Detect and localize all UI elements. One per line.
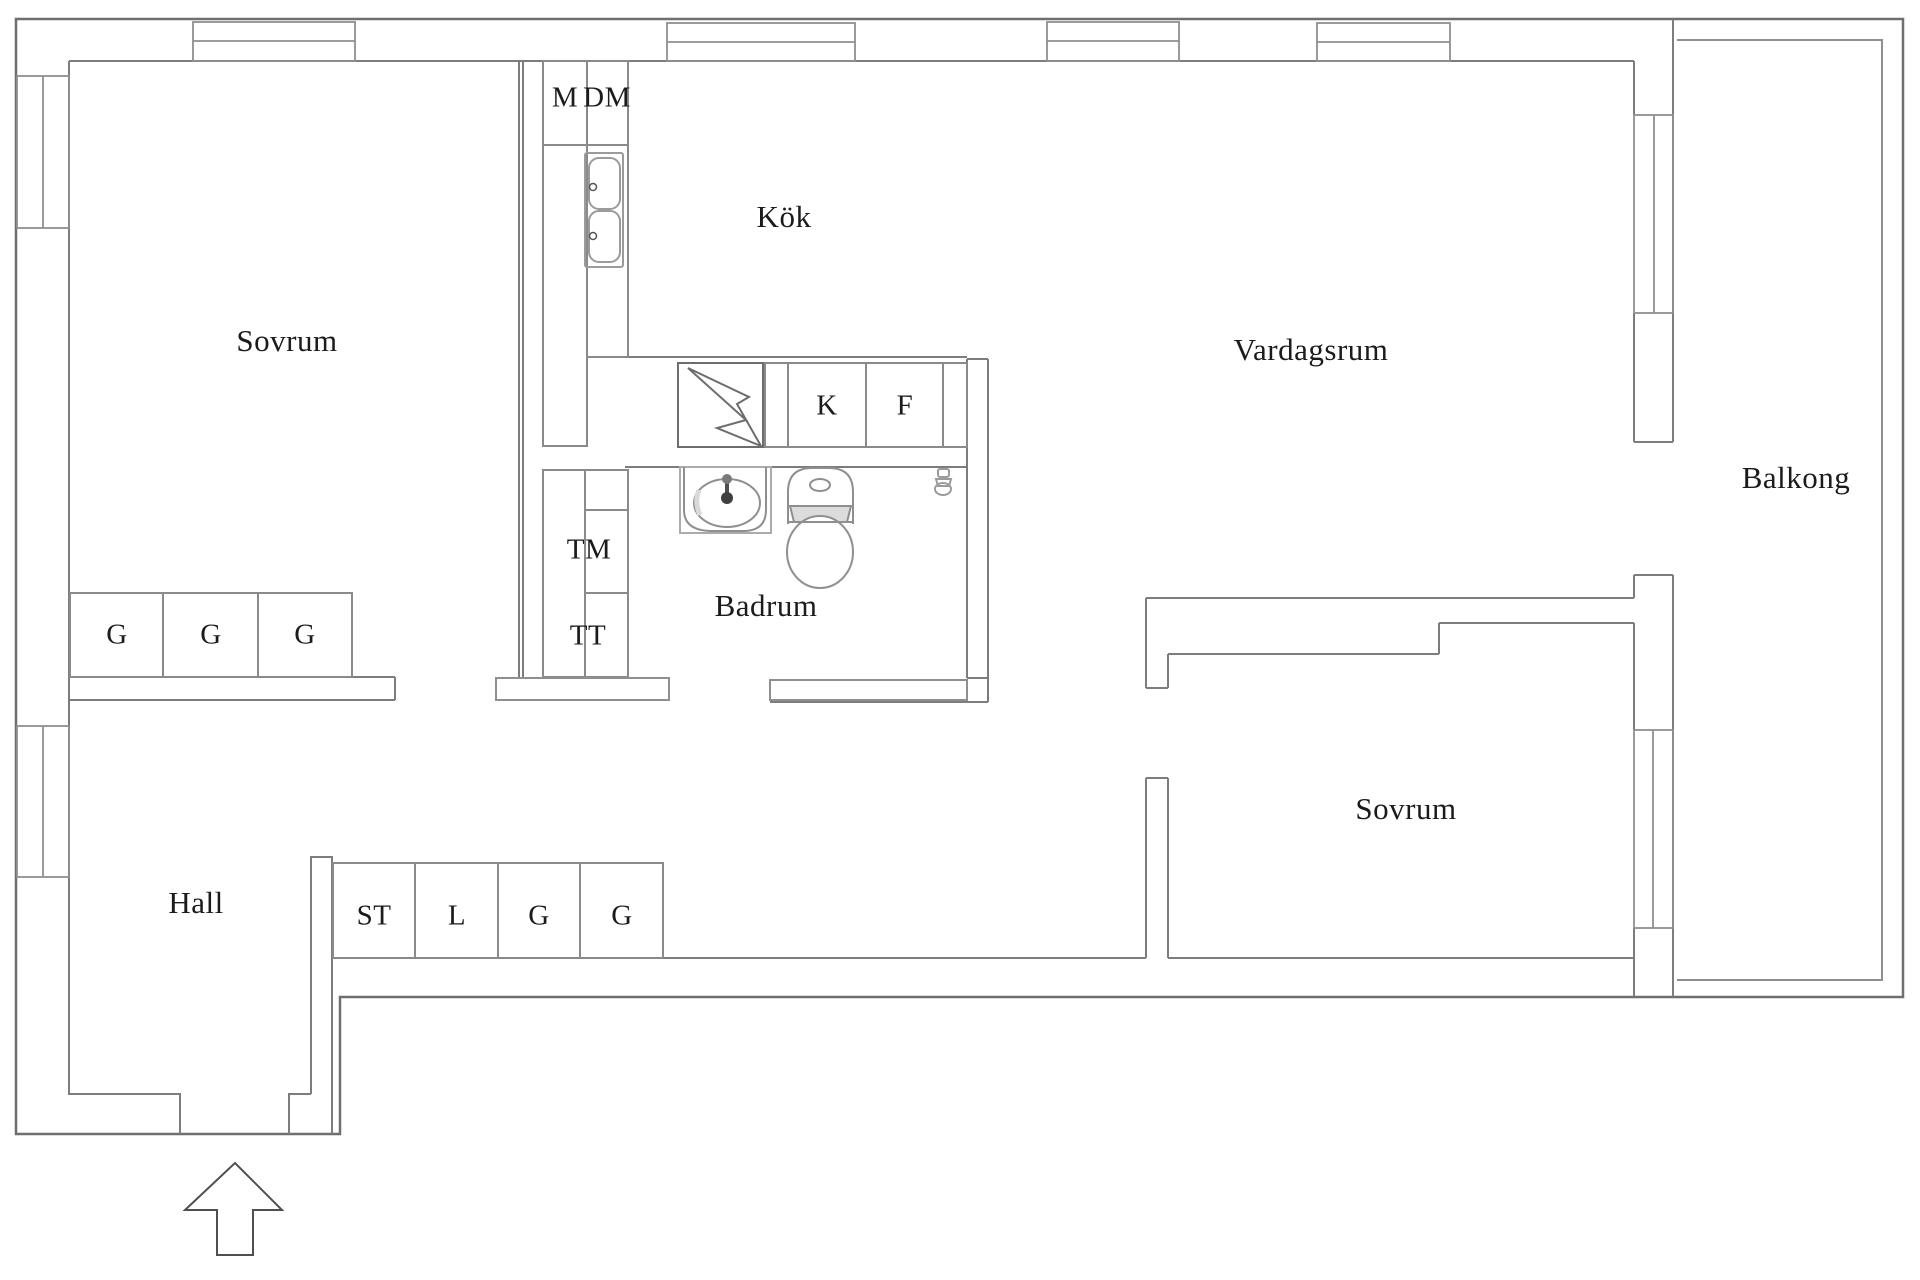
window-icon <box>16 725 70 878</box>
windows <box>16 21 1674 929</box>
bathroom-sink-icon <box>679 466 772 534</box>
window-icon <box>192 21 356 62</box>
window-icon <box>1046 21 1180 62</box>
window-icon <box>1316 22 1451 62</box>
room-label-hall: Hall <box>168 885 224 920</box>
kitchen-sink-icon <box>584 152 624 268</box>
unit-label-g3: G <box>294 618 316 651</box>
unit-label-k: K <box>816 389 838 422</box>
unit-label-g2: G <box>200 618 222 651</box>
window-icon <box>666 22 856 62</box>
interior-walls <box>68 19 1674 1134</box>
room-label-kok: Kök <box>756 199 812 234</box>
room-label-sovrum-2: Sovrum <box>1355 791 1457 826</box>
entry-arrow-icon <box>182 1161 285 1256</box>
room-label-balkong: Balkong <box>1741 460 1851 495</box>
balcony-railing <box>1677 39 1883 981</box>
room-label-sovrum-1: Sovrum <box>236 323 338 358</box>
unit-label-tt: TT <box>569 619 607 652</box>
unit-label-g1: G <box>106 618 128 651</box>
unit-label-m: M <box>551 81 579 114</box>
unit-label-l: L <box>447 899 467 932</box>
unit-label-st: ST <box>356 899 392 932</box>
unit-label-dm: DM <box>583 81 631 114</box>
unit-label-g5: G <box>611 899 633 932</box>
toilet-icon <box>786 467 854 589</box>
valve-icon <box>934 468 953 496</box>
wardrobes <box>69 592 664 959</box>
outer-walls <box>14 17 1905 1136</box>
window-icon <box>1633 114 1674 314</box>
kitchen-counters <box>542 60 968 449</box>
room-label-badrum: Badrum <box>714 588 818 623</box>
room-label-vardagsrum: Vardagsrum <box>1233 332 1389 367</box>
door-thresholds <box>495 677 968 701</box>
window-icon <box>16 75 70 229</box>
unit-label-f: F <box>896 389 914 422</box>
unit-label-tm: TM <box>566 533 612 566</box>
lightning-icon <box>677 362 764 449</box>
unit-label-g4: G <box>528 899 550 932</box>
window-icon <box>1633 729 1674 929</box>
